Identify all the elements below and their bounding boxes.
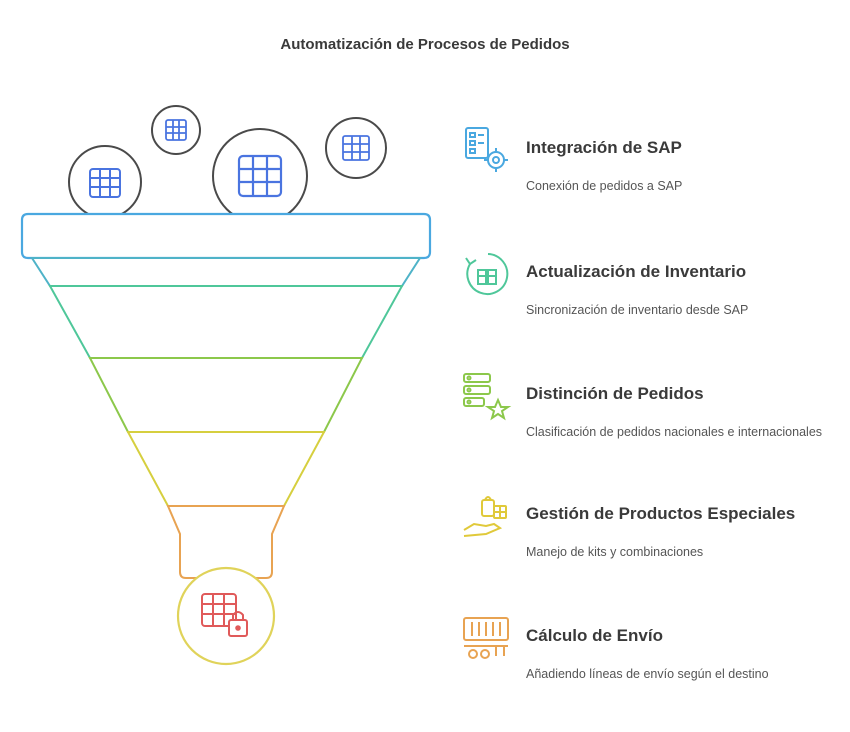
funnel-band-2 <box>48 285 404 359</box>
input-table-1 <box>68 145 142 219</box>
table-icon <box>342 135 370 161</box>
step-title: Distinción de Pedidos <box>526 384 704 403</box>
table-lock-icon <box>201 593 248 637</box>
step-description: Manejo de kits y combinaciones <box>526 545 704 559</box>
input-table-4 <box>325 117 387 179</box>
table-icon <box>165 119 187 141</box>
step-title: Gestión de Productos Especiales <box>526 504 796 523</box>
table-icon <box>89 168 121 198</box>
step-description: Sincronización de inventario desde SAP <box>526 303 749 317</box>
list-star-icon <box>463 373 512 421</box>
step-description: Clasificación de pedidos nacionales e in… <box>526 425 823 439</box>
hand-gift-icon <box>463 496 507 537</box>
step-title: Cálculo de Envío <box>526 626 663 645</box>
inventory-sync-icon <box>465 253 509 295</box>
step-title: Integración de SAP <box>526 138 682 157</box>
funnel-band-1 <box>30 257 422 287</box>
funnel-band-4 <box>126 431 326 507</box>
step-description: Conexión de pedidos a SAP <box>526 179 683 193</box>
input-table-3 <box>212 128 308 224</box>
funnel-rim <box>20 212 432 260</box>
funnel-neck <box>166 505 286 579</box>
step-description: Añadiendo líneas de envío según el desti… <box>526 667 769 681</box>
funnel-band-3 <box>88 357 364 433</box>
input-table-2 <box>151 105 201 155</box>
step-title: Actualización de Inventario <box>526 262 747 281</box>
document-gear-icon <box>465 127 508 172</box>
table-icon <box>237 154 283 198</box>
shipping-container-icon <box>463 617 509 659</box>
page-title: Automatización de Procesos de Pedidos <box>280 36 570 53</box>
output-table-lock <box>176 566 276 666</box>
